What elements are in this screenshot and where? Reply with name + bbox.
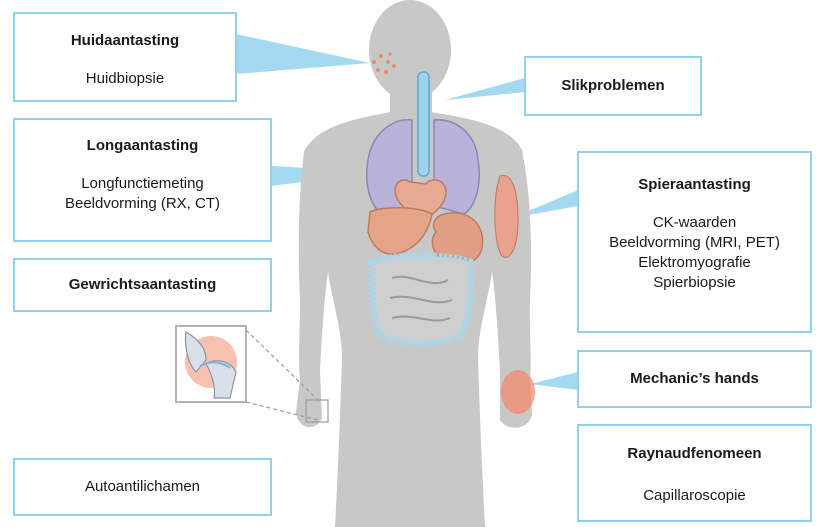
lung-box: Longaantasting Longfunctiemeting Beeldvo… xyxy=(13,118,272,242)
swallow-title: Slikproblemen xyxy=(561,76,664,96)
muscle-test-emg: Elektromyografie xyxy=(638,253,751,273)
muscle-test-imaging: Beeldvorming (MRI, PET) xyxy=(609,233,780,253)
muscle-box: Spieraantasting CK-waarden Beeldvorming … xyxy=(577,151,812,333)
skin-box: Huidaantasting Huidbiopsie xyxy=(13,12,237,102)
muscle-highlight xyxy=(495,175,518,257)
antibody-label: Autoantilichamen xyxy=(85,477,200,497)
hands-box: Mechanic’s hands xyxy=(577,350,812,408)
muscle-title: Spieraantasting xyxy=(638,175,751,195)
raynaud-title: Raynaudfenomeen xyxy=(627,444,761,464)
swallow-box: Slikproblemen xyxy=(524,56,702,116)
lung-title: Longaantasting xyxy=(87,136,199,156)
trachea xyxy=(418,72,429,176)
muscle-test-ck: CK-waarden xyxy=(653,213,736,233)
raynaud-test: Capillaroscopie xyxy=(643,486,746,506)
joint-box: Gewrichtsaantasting xyxy=(13,258,272,312)
lung-test-function: Longfunctiemeting xyxy=(81,174,204,194)
skin-title: Huidaantasting xyxy=(71,31,179,51)
raynaud-box: Raynaudfenomeen Capillaroscopie xyxy=(577,424,812,522)
hand-highlight xyxy=(501,370,535,414)
joint-title: Gewrichtsaantasting xyxy=(69,275,217,295)
connector-slik xyxy=(445,78,525,100)
skin-test: Huidbiopsie xyxy=(86,69,164,89)
lung-test-imaging: Beeldvorming (RX, CT) xyxy=(65,194,220,214)
antibody-box: Autoantilichamen xyxy=(13,458,272,516)
hands-title: Mechanic’s hands xyxy=(630,369,759,389)
intestine-icon xyxy=(372,256,471,343)
muscle-test-biopsy: Spierbiopsie xyxy=(653,273,736,293)
connector-mech xyxy=(530,372,578,390)
knee-joint-icon xyxy=(176,326,246,402)
connector-huid xyxy=(236,34,370,74)
